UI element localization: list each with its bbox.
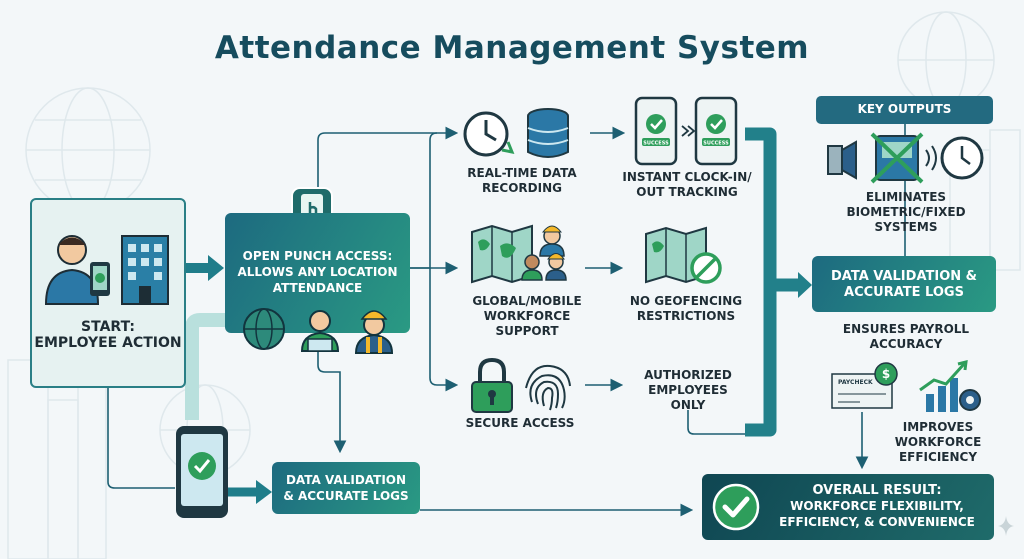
eliminates-line1: ELIMINATES <box>865 190 947 204</box>
overall-result-box: OVERALL RESULT: WORKFORCE FLEXIBILITY, E… <box>702 474 994 540</box>
payroll-line1: ENSURES PAYROLL <box>842 322 970 336</box>
no-geofence-icon <box>645 226 722 284</box>
payroll-line2: ACCURACY <box>869 337 943 351</box>
lock-fingerprint-icon <box>471 357 571 413</box>
data-validation-box-bottom: DATA VALIDATION & ACCURATE LOGS <box>272 462 420 514</box>
overall-line1: OVERALL RESULT: <box>812 483 942 498</box>
authorized-line2: EMPLOYEES <box>648 383 728 397</box>
clock-database-icon <box>463 108 569 158</box>
punch-line1: OPEN PUNCH ACCESS: <box>242 249 393 263</box>
realtime-line2: RECORDING <box>481 181 562 195</box>
validation-bottom-line1: DATA VALIDATION <box>285 473 407 487</box>
start-label: START: <box>81 319 135 335</box>
success-phones-icon: SUCCESS SUCCESS <box>634 96 738 166</box>
employee-building-icon <box>44 235 169 305</box>
mobile-checkin-icon <box>176 426 228 518</box>
validation-right-line2: ACCURATE LOGS <box>844 285 964 300</box>
eliminates-line2: BIOMETRIC/FIXED <box>846 205 966 219</box>
success-badge-2: SUCCESS <box>703 141 729 147</box>
authorized-line1: AUTHORIZED <box>644 368 732 382</box>
start-employee-action-box: START: EMPLOYEE ACTION <box>30 198 186 388</box>
key-outputs-label: KEY OUTPUTS <box>857 102 952 116</box>
nogeo-line2: RESTRICTIONS <box>636 309 736 323</box>
efficiency-line2: WORKFORCE <box>894 435 982 449</box>
success-badge-1: SUCCESS <box>643 141 669 147</box>
nogeo-line1: NO GEOFENCING <box>629 294 743 308</box>
efficiency-line1: IMPROVES <box>902 420 974 434</box>
map-workers-icon <box>471 224 567 284</box>
global-line2: WORKFORCE SUPPORT <box>483 309 571 338</box>
punch-line3: ATTENDANCE <box>272 281 363 295</box>
realtime-line1: REAL-TIME DATA <box>467 166 577 180</box>
check-circle-icon <box>712 483 760 531</box>
secure-line1: SECURE ACCESS <box>465 416 575 430</box>
clockin-line2: OUT TRACKING <box>636 185 738 199</box>
efficiency-line3: EFFICIENCY <box>898 450 978 464</box>
location-worker-icons <box>243 308 394 354</box>
validation-bottom-line2: & ACCURATE LOGS <box>283 489 409 503</box>
authorized-line3: ONLY <box>670 398 706 412</box>
svg-text:$: $ <box>882 367 890 381</box>
overall-line2: WORKFORCE FLEXIBILITY, <box>790 499 964 513</box>
data-validation-box-right: DATA VALIDATION & ACCURATE LOGS <box>812 256 996 312</box>
paycheck-label: PAYCHECK <box>838 379 873 386</box>
punch-line2: ALLOWS ANY LOCATION <box>237 265 398 279</box>
start-sublabel: EMPLOYEE ACTION <box>34 335 182 351</box>
page-title: Attendance Management System <box>214 30 810 66</box>
sparkle-icon <box>998 516 1014 536</box>
validation-right-line1: DATA VALIDATION & <box>831 269 977 284</box>
clockin-line1: INSTANT CLOCK-IN/ <box>622 170 752 184</box>
paycheck-chart-icon: PAYCHECK $ <box>831 360 981 412</box>
global-line1: GLOBAL/MOBILE <box>472 294 582 308</box>
eliminates-line3: SYSTEMS <box>874 220 938 234</box>
key-outputs-header: KEY OUTPUTS <box>816 96 993 124</box>
no-biometric-icon <box>827 132 984 184</box>
overall-line3: EFFICIENCY, & CONVENIENCE <box>779 515 975 529</box>
